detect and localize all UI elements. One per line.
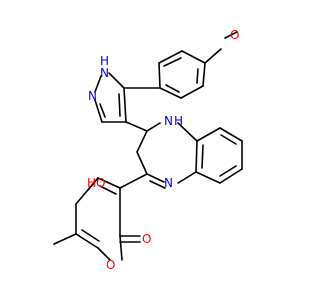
- bond: [99, 103, 106, 118]
- bond: [159, 87, 182, 99]
- atom-label-n: N: [100, 66, 109, 80]
- bond: [177, 171, 197, 184]
- bond: [94, 75, 102, 93]
- bond: [118, 93, 121, 117]
- atom-label-n: N: [164, 176, 173, 190]
- bond: [75, 177, 99, 205]
- bond: [163, 57, 182, 67]
- bond: [94, 99, 103, 123]
- atom-label-o: O: [106, 258, 115, 272]
- bond: [97, 177, 121, 189]
- molecule-structure: O N H N N H N HO O O: [53, 28, 243, 272]
- bond: [201, 144, 204, 169]
- bond: [119, 235, 123, 261]
- bond: [108, 72, 125, 89]
- bond: [136, 151, 148, 175]
- bond: [195, 171, 221, 184]
- bond: [224, 31, 238, 39]
- bond-layer: [53, 31, 243, 261]
- bond: [204, 48, 222, 64]
- bond: [146, 122, 161, 132]
- bond: [75, 233, 99, 249]
- bond: [177, 122, 198, 142]
- bond: [180, 85, 204, 99]
- bond: [219, 165, 237, 177]
- bond: [195, 140, 198, 173]
- bond: [146, 173, 165, 183]
- bond: [219, 168, 243, 184]
- bond: [158, 62, 161, 89]
- bond: [202, 62, 206, 87]
- bond: [181, 50, 206, 64]
- atom-label-o: O: [142, 232, 151, 246]
- atom-label-ho: HO: [87, 176, 105, 190]
- atom-label-h: H: [174, 114, 183, 128]
- bond: [136, 130, 148, 153]
- bond: [81, 229, 100, 242]
- bond: [123, 87, 127, 123]
- bond: [158, 50, 183, 64]
- bond: [149, 180, 166, 189]
- atom-label-layer: O N H N N H N HO O O: [87, 28, 239, 272]
- bond: [125, 121, 148, 132]
- bond: [165, 84, 180, 93]
- bond: [196, 127, 221, 142]
- atom-label-n: N: [88, 89, 97, 103]
- bond: [196, 68, 199, 84]
- bond: [220, 134, 237, 145]
- bond: [119, 173, 148, 189]
- bond: [97, 247, 111, 261]
- atom-label-h: H: [100, 54, 109, 68]
- bond: [53, 233, 77, 245]
- bond: [99, 185, 117, 195]
- bond: [219, 127, 243, 142]
- atom-label-n: N: [164, 114, 173, 128]
- atom-label-o: O: [230, 28, 239, 42]
